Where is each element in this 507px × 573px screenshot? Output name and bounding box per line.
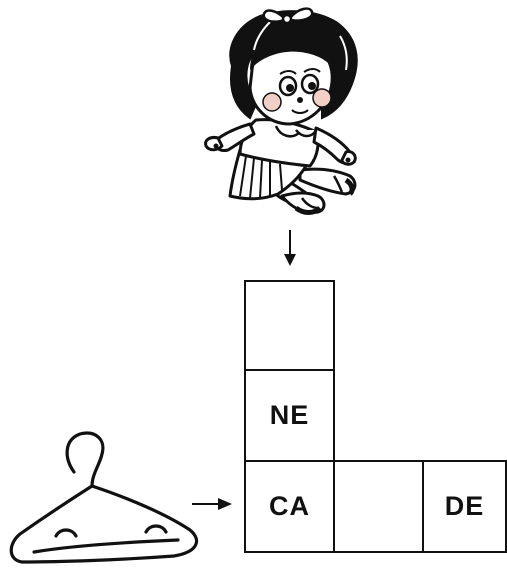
grid-cell-top[interactable] (244, 280, 335, 371)
grid-cell-middle-text: NE (269, 400, 310, 430)
grid-cell-bottom-3-text: DE (444, 491, 485, 521)
grid-cell-bottom-3[interactable]: DE (422, 460, 507, 553)
right-arrow-icon (192, 498, 232, 510)
grid-cell-bottom-1[interactable]: CA (244, 460, 335, 553)
down-arrow-icon (284, 230, 296, 266)
grid-cell-bottom-1-text: CA (269, 491, 310, 521)
grid-cell-bottom-2[interactable] (333, 460, 424, 553)
grid-cell-middle[interactable]: NE (244, 369, 335, 462)
